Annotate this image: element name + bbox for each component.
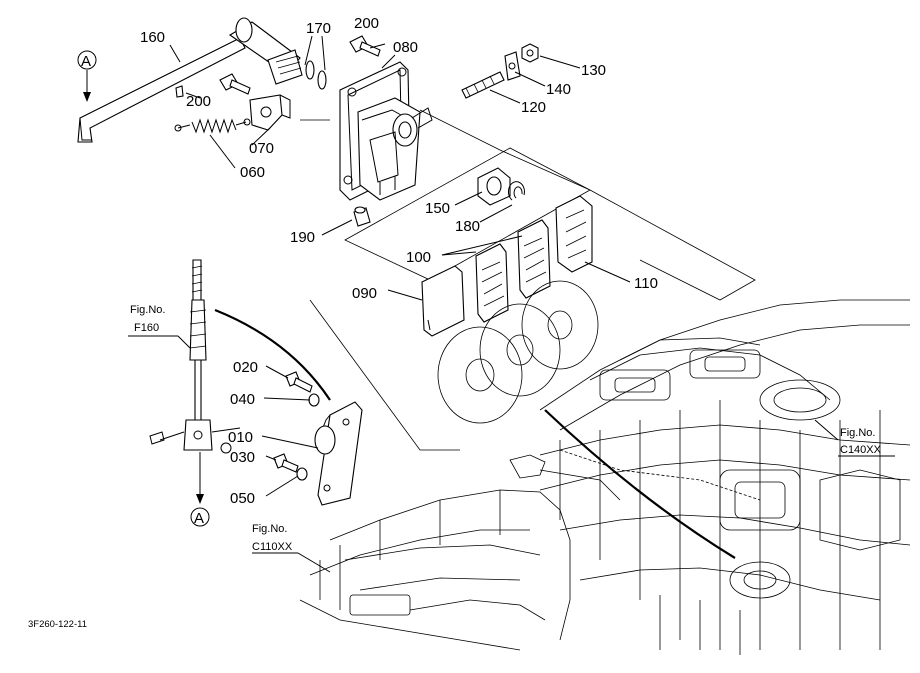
figure-ref-code: C110XX	[252, 541, 293, 553]
figure-ref-f160: Fig.No. F160	[130, 304, 165, 334]
part-labels: 160 170 200 080 130 140 120 200 070 060 …	[140, 15, 658, 507]
part-090-plate	[421, 265, 465, 337]
part-190-pin	[353, 206, 371, 227]
part-number-120: 120	[521, 99, 546, 116]
part-110-lining	[555, 195, 593, 273]
part-number-110: 110	[634, 275, 658, 292]
marker-a-letter: A	[194, 510, 204, 527]
marker-a-bottom: A	[190, 507, 210, 527]
part-080-housing	[339, 61, 433, 201]
part-200-bolt-top	[349, 35, 381, 57]
figure-ref-c110xx: Fig.No. C110XX	[252, 523, 293, 553]
part-number-200: 200	[354, 15, 379, 32]
brake-discs	[437, 280, 599, 424]
part-number-090: 090	[352, 285, 377, 302]
part-040-washer	[308, 393, 320, 407]
part-number-060: 060	[240, 164, 265, 181]
part-number-050: 050	[230, 490, 255, 507]
part-number-030: 030	[230, 449, 255, 466]
leader-lines	[128, 35, 895, 573]
part-030-bolt	[273, 453, 299, 473]
part-100-pad-left	[475, 243, 509, 323]
part-070-bracket	[249, 94, 291, 131]
figure-ref-heading: Fig.No.	[252, 523, 287, 535]
figure-ref-code: C140XX	[840, 444, 882, 456]
brake-cables	[214, 308, 736, 559]
part-120-stud	[461, 71, 505, 99]
part-number-190: 190	[290, 229, 315, 246]
marker-a-letter: A	[81, 53, 91, 70]
part-number-130: 130	[581, 62, 606, 79]
part-number-170: 170	[306, 20, 331, 37]
part-number-070: 070	[249, 140, 274, 157]
part-180-clip	[507, 181, 525, 201]
assembly-outline	[300, 109, 756, 451]
part-number-200: 200	[186, 93, 211, 110]
engine-block	[509, 299, 911, 655]
part-number-160: 160	[140, 29, 165, 46]
part-010-bracket	[314, 401, 363, 506]
part-number-180: 180	[455, 218, 480, 235]
part-number-010: 010	[228, 429, 253, 446]
figure-ref-heading: Fig.No.	[130, 304, 165, 316]
figure-ref-code: F160	[134, 322, 159, 334]
part-200-bolt-left	[219, 73, 251, 95]
part-140-washer	[504, 51, 521, 81]
part-number-140: 140	[546, 81, 571, 98]
part-160-lever	[77, 17, 327, 143]
part-100-pad-right	[517, 219, 551, 299]
figure-ref-c140xx: Fig.No. C140XX	[840, 427, 882, 456]
diagram-code: 3F260-122-11	[28, 619, 87, 630]
part-number-040: 040	[230, 391, 255, 408]
part-020-bolt	[285, 371, 313, 393]
part-050-washer	[296, 467, 308, 481]
part-number-100: 100	[406, 249, 431, 266]
control-rod	[149, 259, 241, 504]
part-number-080: 080	[393, 39, 418, 56]
part-060-spring	[174, 85, 251, 134]
part-number-020: 020	[233, 359, 258, 376]
marker-a-top: A	[77, 50, 97, 102]
part-130-nut	[521, 43, 539, 63]
transmission-housing	[299, 489, 571, 651]
part-number-150: 150	[425, 200, 450, 217]
part-150-cam	[477, 167, 511, 206]
figure-ref-heading: Fig.No.	[840, 427, 875, 439]
